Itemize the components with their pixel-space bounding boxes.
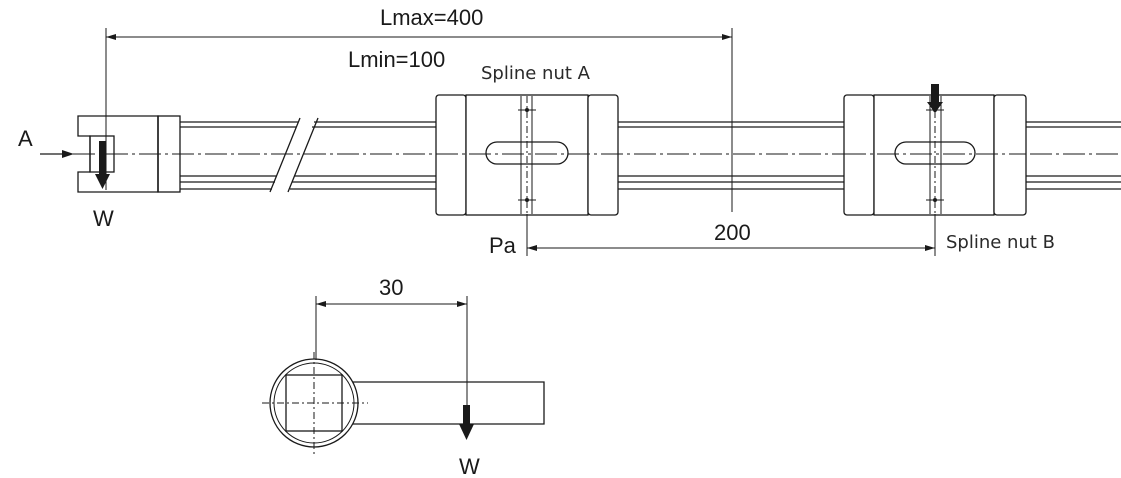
label-pa: Pa [489, 233, 517, 258]
end-view [262, 352, 545, 455]
break-line [269, 117, 301, 193]
load-label-w-top: W [93, 206, 114, 231]
spline-shaft [180, 117, 1121, 193]
dimension-label-30: 30 [379, 275, 403, 300]
break-line [287, 117, 319, 193]
view-label-a: A [18, 126, 33, 151]
spline-nut-a [435, 94, 619, 216]
load-arrow-top [95, 141, 110, 189]
dimension-label-lmin: Lmin=100 [348, 47, 445, 72]
dimension-30 [315, 296, 468, 410]
label-spline-nut-b: Spline nut B [946, 232, 1055, 253]
label-spline-nut-a: Spline nut A [481, 63, 591, 84]
dimension-lmax-lmin [105, 28, 733, 212]
load-arrow-nut-b [927, 84, 943, 113]
dimension-label-200: 200 [714, 220, 751, 245]
view-arrow-a [40, 150, 74, 158]
dimension-200 [526, 214, 936, 256]
dimension-label-lmax: Lmax=400 [380, 5, 483, 30]
spline-nut-b [843, 94, 1027, 216]
load-label-w-bottom: W [459, 454, 480, 478]
